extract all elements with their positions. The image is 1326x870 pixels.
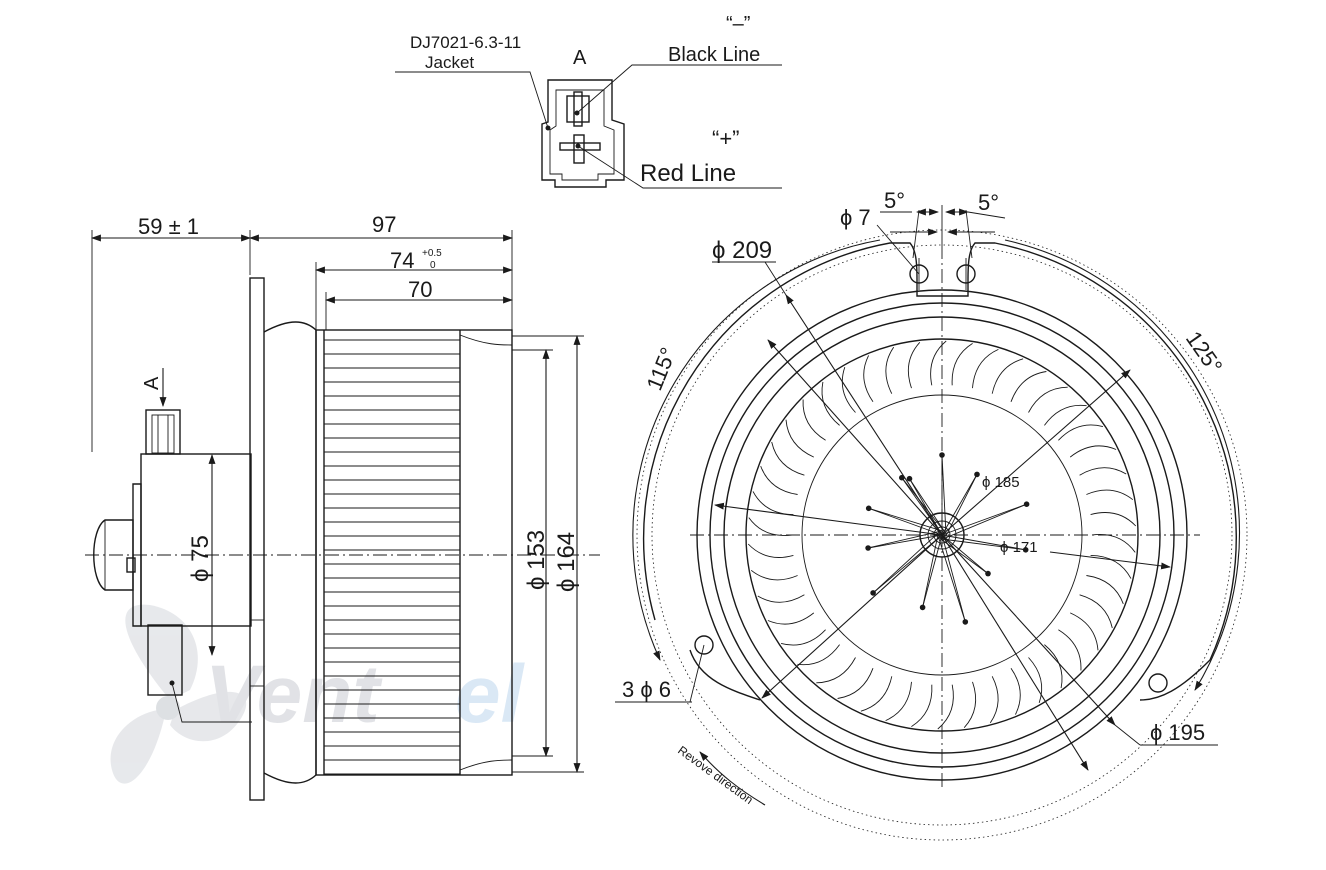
- dim-97: 97: [372, 212, 396, 237]
- front-view: ϕ 7 5° 5° ϕ 209 115° 125° ϕ 185 ϕ 171 3 …: [615, 188, 1248, 841]
- holes-3-dia-6: 3 ϕ 6: [622, 677, 671, 702]
- dia-209: ϕ 209: [712, 237, 772, 264]
- rotation-direction-label: Revove direction: [675, 743, 756, 807]
- dim-70: 70: [408, 277, 432, 302]
- fan-wheel-side: [315, 329, 513, 776]
- connector-jacket-label: Jacket: [425, 53, 474, 72]
- dia-171: ϕ 171: [1000, 539, 1038, 556]
- black-line-label: Black Line: [668, 44, 760, 66]
- hole-dia-7: ϕ 7: [840, 205, 871, 230]
- negative-symbol: “–”: [726, 13, 750, 35]
- dim-74: 74: [390, 248, 414, 273]
- angle-5-right: 5°: [978, 190, 999, 215]
- hub-spokes: [865, 452, 1030, 625]
- red-line-label: Red Line: [640, 160, 736, 187]
- motor-body: [93, 409, 252, 723]
- angle-125: 125°: [1181, 327, 1228, 379]
- dia-75: ϕ 75: [187, 535, 214, 582]
- side-view: 59 ± 1 97 74 +0.5 0 70 ϕ 75 ϕ 153 ϕ 164 …: [85, 212, 600, 801]
- mounting-hole-left: [694, 635, 714, 655]
- watermark: Vent el: [110, 604, 526, 784]
- dia-185: ϕ 185: [982, 474, 1020, 491]
- connector-detail: DJ7021-6.3-11 Jacket A “–” Black Line “+…: [395, 13, 782, 189]
- view-a-marker: A: [141, 376, 163, 390]
- dia-164: ϕ 164: [553, 532, 580, 592]
- watermark-text-dark: Vent: [205, 649, 383, 740]
- positive-symbol: “+”: [712, 126, 740, 151]
- dia-195: ϕ 195: [1150, 720, 1205, 745]
- dia-153: ϕ 153: [523, 530, 550, 590]
- angle-5-left: 5°: [884, 188, 905, 213]
- dim-74-tol-upper: +0.5: [422, 248, 442, 259]
- watermark-fan-icon: [110, 604, 247, 784]
- connector-view-label: A: [573, 47, 587, 69]
- connector-part-number: DJ7021-6.3-11: [410, 33, 521, 52]
- angle-115: 115°: [641, 344, 681, 394]
- dim-74-tol-lower: 0: [430, 260, 436, 271]
- watermark-text-light: el: [455, 649, 526, 740]
- dim-59: 59 ± 1: [138, 214, 199, 239]
- mounting-hole-right: [1148, 673, 1168, 693]
